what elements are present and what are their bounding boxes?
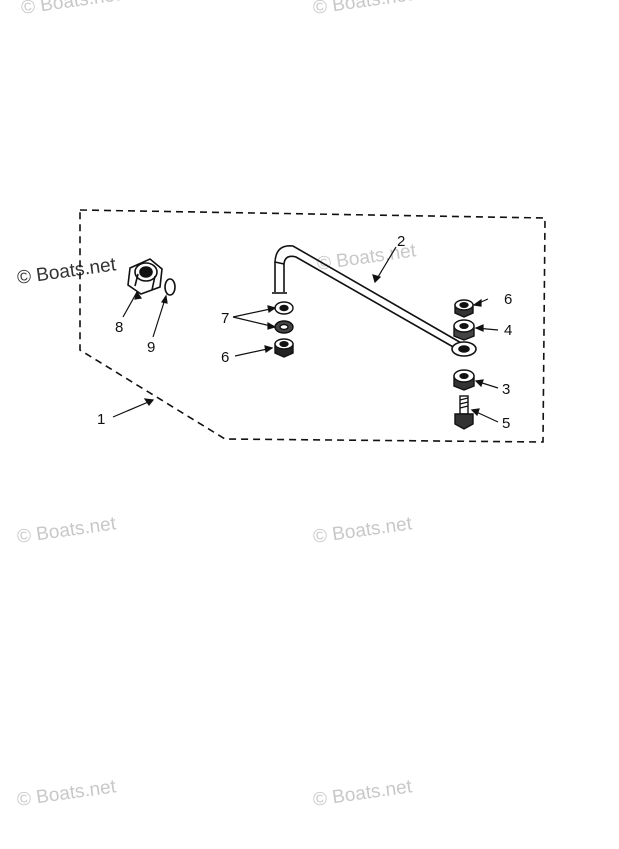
right-hardware — [453, 299, 475, 430]
callout-6-left: 6 — [221, 349, 229, 366]
left-hardware — [274, 301, 294, 358]
callout-9: 9 — [147, 339, 155, 356]
watermark: © Boats.net — [312, 776, 414, 811]
watermark: © Boats.net — [16, 776, 118, 811]
watermark: © Boats.net — [20, 0, 122, 19]
callout-2: 2 — [397, 233, 405, 250]
bolt — [454, 395, 474, 430]
watermark: © Boats.net — [16, 254, 118, 289]
watermark: © Boats.net — [312, 0, 414, 19]
kit-boundary — [79, 209, 546, 443]
watermark: © Boats.net — [312, 513, 414, 548]
nut-and-oring — [127, 258, 176, 296]
watermark: © Boats.net — [16, 513, 118, 548]
callout-5: 5 — [502, 415, 510, 432]
callout-1: 1 — [97, 411, 105, 428]
leader-lines — [112, 246, 499, 423]
callout-6-right: 6 — [504, 291, 512, 308]
link-rod — [272, 245, 477, 357]
callout-3: 3 — [502, 381, 510, 398]
callout-7: 7 — [221, 310, 229, 327]
callout-4: 4 — [504, 322, 512, 339]
callout-8: 8 — [115, 319, 123, 336]
o-ring — [164, 278, 176, 296]
callouts: 1 2 6 4 3 5 7 6 8 9 — [97, 233, 512, 432]
watermark-group: © Boats.net © Boats.net © Boats.net © Bo… — [16, 0, 418, 811]
